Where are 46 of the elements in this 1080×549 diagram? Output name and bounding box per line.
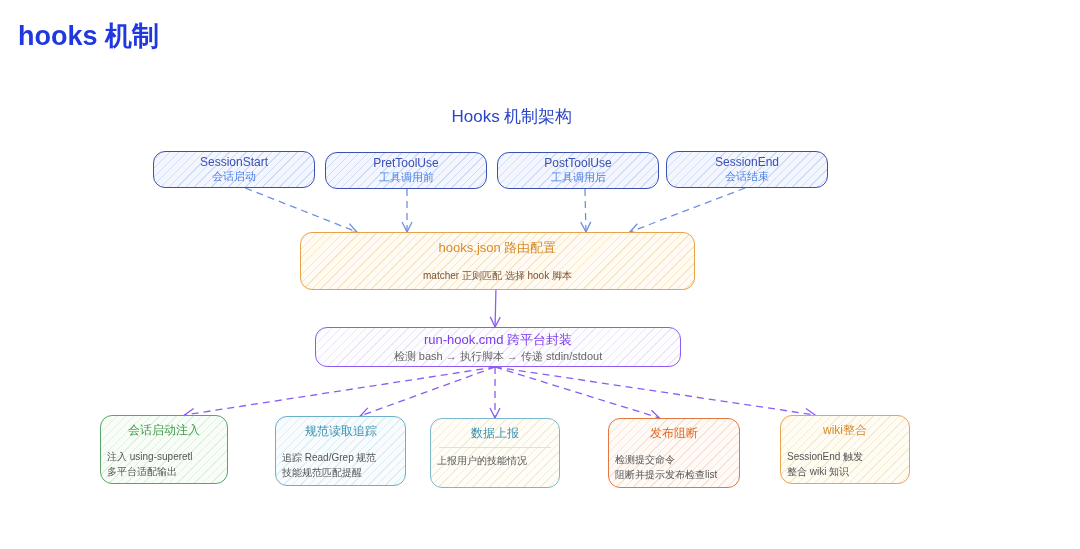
card-text: 多平台适配输出 (107, 465, 177, 479)
process-box (300, 232, 695, 290)
node-title: hooks.json 路由配置 (438, 239, 557, 257)
info-card (100, 415, 228, 484)
card-text: 检测提交命令 (615, 453, 675, 467)
node-subtitle: 会话启动 (212, 169, 256, 184)
info-card (608, 418, 740, 488)
info-card (275, 416, 406, 486)
card-text: 整合 wiki 知识 (787, 465, 850, 479)
card-text: 上报用户的技能情况 (437, 454, 527, 468)
card-heading: wiki整合 (822, 422, 868, 439)
info-card (780, 415, 910, 484)
node-subtitle: 会话结束 (725, 169, 769, 184)
arrow (401, 188, 413, 233)
process-box (325, 152, 487, 189)
arrow (580, 188, 592, 233)
node-title: PretToolUse (373, 156, 439, 170)
node-title: run-hook.cmd 跨平台封装 (423, 330, 573, 349)
process-box (315, 327, 681, 367)
node-title: SessionEnd (714, 155, 779, 169)
process-box (497, 152, 659, 189)
arrow (489, 289, 501, 328)
process-box (153, 151, 315, 188)
card-text: 注入 using-superetl (107, 450, 193, 464)
node-subtitle: matcher 正则匹配 选择 hook 脚本 (423, 269, 572, 283)
node-subtitle: 检测 bash → 执行脚本 → 传递 stdin/stdout (393, 348, 603, 364)
card-text: 追踪 Read/Grep 规范 (282, 451, 377, 465)
info-card (430, 418, 560, 488)
card-text: 阻断并提示发布检查list (615, 468, 718, 482)
process-box (666, 151, 828, 188)
subheading: Hooks 机制架构 (450, 106, 574, 128)
card-text: 技能规范匹配提醒 (282, 466, 362, 480)
card-text: SessionEnd 触发 (787, 450, 864, 464)
arrow (489, 366, 501, 419)
card-heading: 规范读取追踪 (303, 423, 378, 440)
page-title: hooks 机制 (18, 20, 159, 53)
card-heading: 会话启动注入 (127, 422, 201, 439)
arrow (359, 366, 496, 418)
card-heading: 发布阻断 (649, 425, 699, 442)
node-title: PostToolUse (544, 156, 612, 170)
arrow (629, 187, 746, 234)
node-subtitle: 工具调用后 (550, 170, 606, 185)
node-subtitle: 工具调用前 (378, 170, 434, 185)
arrow (244, 187, 358, 234)
node-title: SessionStart (199, 155, 268, 169)
card-heading: 数据上报 (470, 425, 520, 442)
